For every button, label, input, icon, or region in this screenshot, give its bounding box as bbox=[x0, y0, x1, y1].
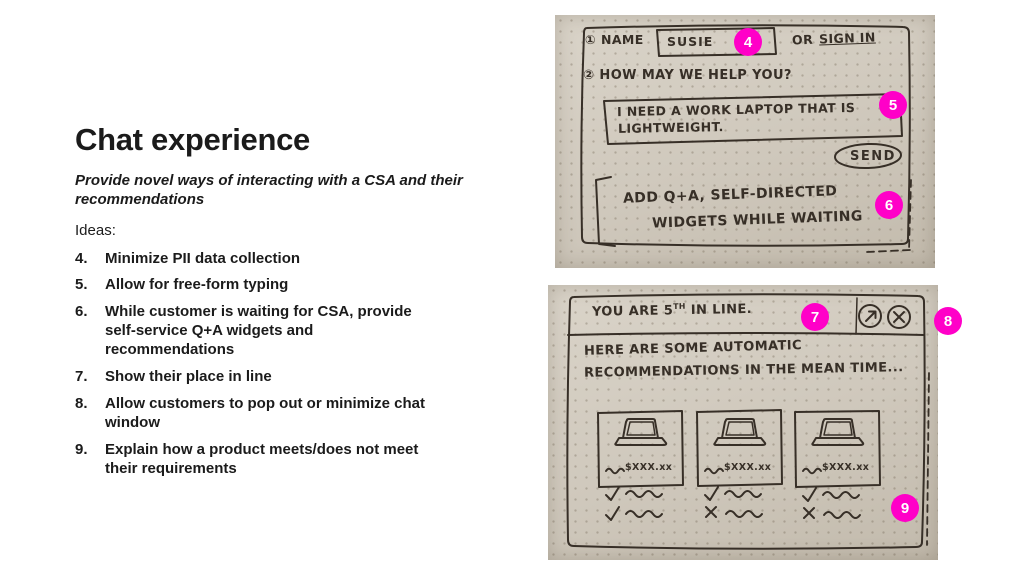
list-item: 7. Show their place in line bbox=[75, 368, 467, 387]
list-item: 9. Explain how a product meets/does not … bbox=[75, 441, 467, 479]
feature-squiggle bbox=[822, 491, 860, 499]
popout-icon bbox=[858, 304, 882, 328]
idea-number: 9. bbox=[75, 440, 88, 458]
idea-text: While customer is waiting for CSA, provi… bbox=[105, 303, 412, 359]
list-item: 4. Minimize PII data collection bbox=[75, 250, 467, 269]
callout-badge-9: 9 bbox=[891, 494, 919, 522]
check-icon bbox=[605, 486, 620, 501]
queue-text-sup: TH bbox=[673, 301, 686, 311]
dashed-line bbox=[926, 372, 930, 546]
x-icon bbox=[705, 506, 717, 518]
idea-number: 4. bbox=[75, 249, 88, 267]
queue-text-pre: YOU ARE 5 bbox=[591, 303, 674, 320]
queue-sketch-drawing bbox=[566, 293, 930, 550]
list-item: 8. Allow customers to pop out or minimiz… bbox=[75, 395, 467, 433]
feature-squiggle bbox=[625, 490, 663, 498]
check-icon bbox=[704, 486, 719, 501]
help-prompt-label: ② HOW MAY WE HELP YOU? bbox=[583, 68, 792, 83]
price-squiggle bbox=[605, 467, 625, 475]
topbar-vertical-line bbox=[855, 297, 858, 335]
list-item: 5. Allow for free-form typing bbox=[75, 276, 467, 295]
signin-label: SIGN IN bbox=[818, 29, 876, 47]
content-column: Chat experience Provide novel ways of in… bbox=[75, 122, 467, 486]
dashed-line bbox=[908, 179, 912, 252]
idea-text: Allow customers to pop out or minimize c… bbox=[105, 394, 426, 431]
ideas-list: 4. Minimize PII data collection 5. Allow… bbox=[75, 250, 467, 479]
feature-squiggle bbox=[625, 510, 663, 518]
chat-sketch-drawing bbox=[580, 24, 912, 253]
ideas-label: Ideas: bbox=[75, 221, 116, 239]
idea-text: Allow for free-form typing bbox=[105, 276, 289, 294]
or-label: OR bbox=[791, 31, 814, 48]
idea-number: 8. bbox=[75, 394, 88, 412]
callout-badge-4: 4 bbox=[734, 28, 762, 56]
page-title: Chat experience bbox=[75, 122, 310, 157]
feature-squiggle bbox=[724, 490, 762, 498]
callout-badge-6: 6 bbox=[875, 191, 903, 219]
list-item: 6. While customer is waiting for CSA, pr… bbox=[75, 303, 467, 360]
price-label: $XXX.xx bbox=[822, 462, 870, 473]
callout-badge-7: 7 bbox=[801, 303, 829, 331]
topbar-divider-line bbox=[567, 332, 925, 336]
idea-text: Show their place in line bbox=[105, 367, 272, 385]
message-input-box bbox=[603, 93, 903, 145]
laptop-icon bbox=[614, 418, 668, 446]
dashed-line bbox=[866, 249, 911, 253]
callout-badge-8: 8 bbox=[934, 307, 962, 335]
callout-badge-5: 5 bbox=[879, 91, 907, 119]
help-label: HOW MAY WE HELP YOU? bbox=[599, 68, 792, 83]
send-button-label: SEND bbox=[850, 149, 896, 164]
laptop-icon bbox=[713, 418, 767, 446]
check-icon bbox=[802, 487, 817, 502]
idea-number: 6. bbox=[75, 303, 88, 321]
idea-text: Minimize PII data collection bbox=[105, 249, 301, 267]
feature-squiggle bbox=[823, 511, 861, 519]
price-squiggle bbox=[802, 467, 822, 475]
product-card-outline bbox=[597, 410, 684, 488]
check-icon bbox=[605, 506, 620, 521]
close-icon bbox=[887, 305, 911, 329]
idea-text: Explain how a product meets/does not mee… bbox=[105, 440, 419, 477]
wireframe-photo-queue: YOU ARE 5TH IN LINE. HERE ARE SOME AUTOM… bbox=[548, 285, 938, 560]
step-1-circle: ① bbox=[585, 32, 596, 47]
queue-position-text: YOU ARE 5TH IN LINE. bbox=[592, 301, 752, 320]
sketch-border bbox=[580, 24, 911, 247]
idea-number: 7. bbox=[75, 367, 88, 385]
product-card-outline bbox=[794, 410, 881, 488]
x-icon bbox=[803, 507, 815, 519]
price-squiggle bbox=[704, 467, 724, 475]
step-2-circle: ② bbox=[583, 68, 595, 83]
name-label: NAME bbox=[600, 32, 644, 47]
send-button-outline bbox=[834, 142, 902, 170]
message-text-line2: LIGHTWEIGHT. bbox=[617, 119, 724, 136]
name-value: SUSIE bbox=[667, 34, 714, 49]
sketch-border bbox=[566, 293, 926, 550]
subtitle: Provide novel ways of interacting with a… bbox=[75, 172, 463, 208]
idea-number: 5. bbox=[75, 276, 88, 294]
laptop-icon bbox=[811, 418, 865, 446]
queue-text-post: IN LINE. bbox=[685, 301, 753, 319]
product-card-outline bbox=[696, 409, 783, 487]
price-label: $XXX.xx bbox=[625, 462, 673, 473]
step-name-label: ① NAME bbox=[585, 32, 644, 47]
name-input-box bbox=[656, 27, 777, 57]
note-bracket bbox=[595, 176, 616, 247]
price-label: $XXX.xx bbox=[724, 462, 772, 473]
feature-squiggle bbox=[725, 510, 763, 518]
